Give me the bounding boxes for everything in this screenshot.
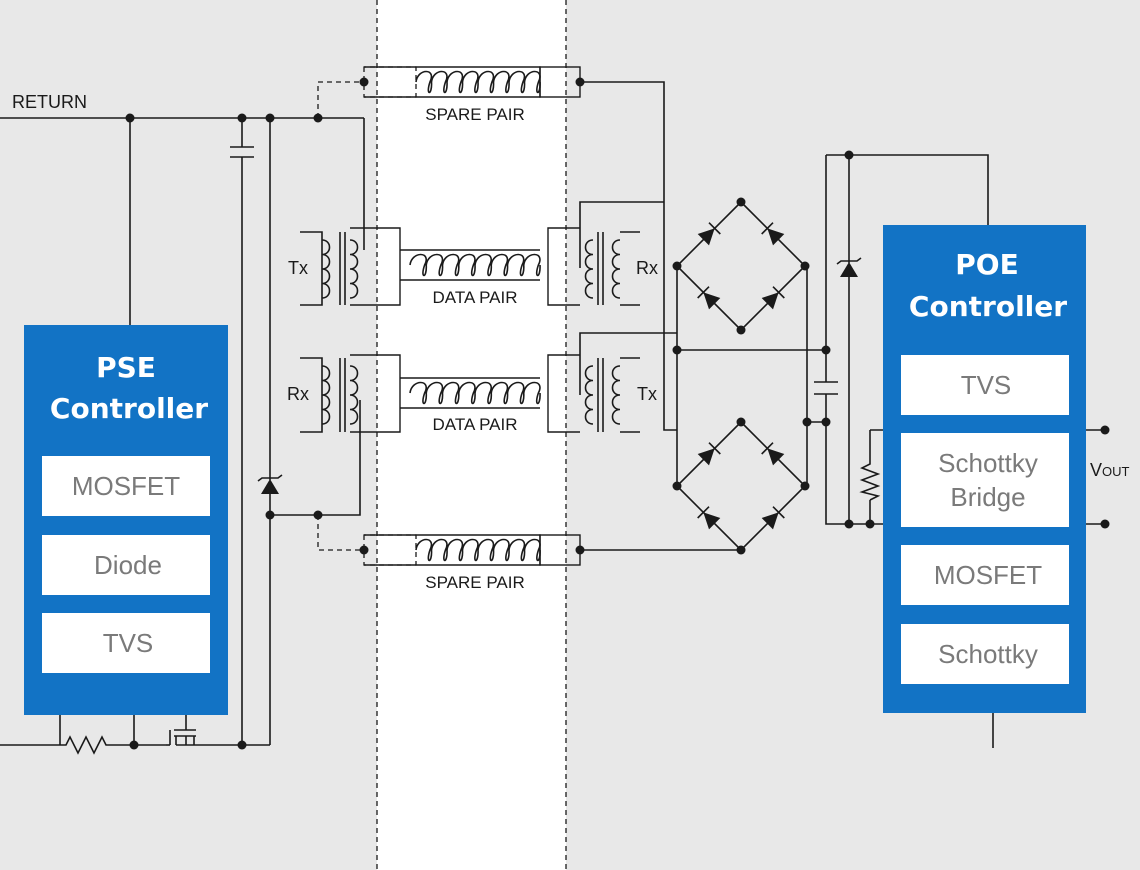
left-tvs-diode <box>257 474 283 494</box>
bridge-bottom-diode-1 <box>697 448 715 466</box>
pse-title-line2: Controller <box>50 392 208 425</box>
vout-v: V <box>1090 460 1102 480</box>
left-transformer-top-label: Tx <box>288 258 308 278</box>
poe-resistor <box>859 460 881 501</box>
right-transformer-top-label: Rx <box>636 258 658 278</box>
bridge-top-node-1 <box>800 261 810 271</box>
rectifier-bridge-bottom <box>672 417 810 555</box>
data-pair-bottom-label: DATA PAIR <box>432 415 517 434</box>
pse-mosfet-box <box>42 456 210 516</box>
bridge-bottom-diode-4-bar <box>772 506 785 519</box>
bridge-bottom-node-1 <box>800 481 810 491</box>
right-transformer-top <box>584 231 640 306</box>
right-transformer-bottom <box>584 357 640 433</box>
pse-mosfet-label: MOSFET <box>72 471 180 501</box>
bridge-bottom-diode-3 <box>703 512 721 530</box>
cable-region <box>377 0 566 870</box>
bridge-top-diode-3-bar <box>697 286 710 299</box>
bridge-top-diode-1-bar <box>708 222 721 235</box>
right-tvs-diode <box>836 257 862 277</box>
poe-schottky-bridge-label-line2: Bridge <box>950 482 1025 512</box>
bridge-top-node-3 <box>672 261 682 271</box>
poe-tvs-box <box>901 355 1069 415</box>
bridge-bottom-outline <box>675 420 807 552</box>
poe-schottky-box <box>901 624 1069 684</box>
bridge-bottom-node-2 <box>736 545 746 555</box>
pse-diode-box <box>42 535 210 595</box>
data-pair-top-label: DATA PAIR <box>432 288 517 307</box>
bridge-top-diode-2 <box>767 228 785 246</box>
data-pair-bottom <box>364 354 580 433</box>
bridge-top-diode-4-bar <box>772 286 785 299</box>
poe-tvs-label: TVS <box>961 370 1012 400</box>
return-label: RETURN <box>12 92 87 112</box>
spare-pair-bottom <box>363 534 581 566</box>
bridge-top-node-2 <box>736 325 746 335</box>
pse-tvs-label: TVS <box>103 628 154 658</box>
pse-diode-label: Diode <box>94 550 162 580</box>
pse-controller: PSE Controller MOSFET Diode TVS <box>24 325 228 715</box>
bridge-top-outline <box>675 200 807 332</box>
bridge-top-diode-3 <box>703 292 721 310</box>
poe-schottky-bridge-label-line1: Schottky <box>938 448 1038 478</box>
poe-schottky-bridge-box <box>901 433 1069 527</box>
pse-mosfet-symbol <box>166 715 198 746</box>
bridge-top-diode-4 <box>761 292 779 310</box>
left-transformer-bottom <box>300 354 364 433</box>
bridge-top-diode-2-bar <box>761 222 774 235</box>
bridge-bottom-diode-2 <box>767 448 785 466</box>
poe-mosfet-box <box>901 545 1069 605</box>
bridge-top-node-0 <box>736 197 746 207</box>
vout-sub: OUT <box>1102 464 1130 479</box>
pse-title-line1: PSE <box>96 351 156 384</box>
poe-controller: POE Controller TVS Schottky Bridge MOSFE… <box>883 225 1086 713</box>
spare-pair-top-label: SPARE PAIR <box>425 105 525 124</box>
bridge-bottom-diode-2-bar <box>761 442 774 455</box>
poe-schottky-label: Schottky <box>938 639 1038 669</box>
poe-mosfet-label: MOSFET <box>934 560 1042 590</box>
left-transformer-bottom-label: Rx <box>287 384 309 404</box>
bridge-bottom-diode-4 <box>761 512 779 530</box>
rectifier-bridge-top <box>672 197 810 335</box>
vout-label: VOUT <box>1090 460 1130 480</box>
pse-tvs-box <box>42 613 210 673</box>
data-pair-top <box>364 227 580 306</box>
right-transformer-bottom-label: Tx <box>637 384 657 404</box>
spare-pair-bottom-label: SPARE PAIR <box>425 573 525 592</box>
bridge-bottom-node-3 <box>672 481 682 491</box>
bridge-bottom-node-0 <box>736 417 746 427</box>
left-transformer-top <box>300 227 364 306</box>
poe-title-line2: Controller <box>909 290 1067 323</box>
junction-dots <box>125 77 1110 750</box>
bridge-bottom-diode-3-bar <box>697 506 710 519</box>
bridge-top-diode-1 <box>697 228 715 246</box>
poe-title-line1: POE <box>955 248 1018 281</box>
left-wiring <box>0 81 365 755</box>
bridge-bottom-diode-1-bar <box>708 442 721 455</box>
